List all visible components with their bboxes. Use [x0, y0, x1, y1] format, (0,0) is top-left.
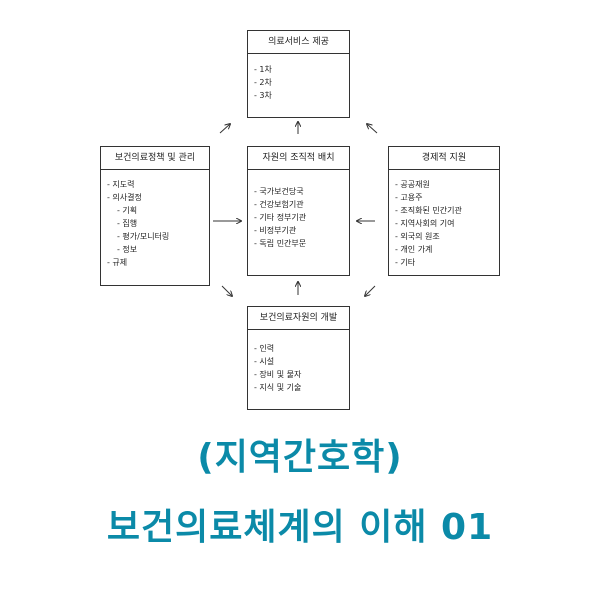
economic-item: - 외국의 원조 — [395, 232, 440, 241]
economic-item: - 지역사회의 기여 — [395, 219, 455, 228]
caption-title: 보건의료체계의 이해 01 — [106, 507, 494, 548]
economic-item: - 공공재원 — [395, 180, 430, 189]
arrow-policy-to-resources — [221, 285, 232, 296]
services-item: - 3차 — [254, 91, 272, 100]
organization-list: - 국가보건당국 - 건강보험기관 - 기타 정부기관 - 비정부기관 - 독립… — [248, 170, 349, 250]
resources-item: - 지식 및 기술 — [254, 383, 302, 392]
organization-title: 자원의 조직적 배치 — [248, 147, 349, 170]
organization-item: - 국가보건당국 — [254, 187, 304, 196]
resources-item: - 장비 및 물자 — [254, 370, 302, 379]
policy-subitem: - 집행 — [117, 219, 138, 228]
resources-item: - 시설 — [254, 357, 275, 366]
services-item: - 1차 — [254, 65, 272, 74]
economic-item: - 고용주 — [395, 193, 423, 202]
policy-item: - 지도력 — [107, 180, 135, 189]
services-title: 의료서비스 제공 — [248, 31, 349, 54]
organization-item: - 건강보험기관 — [254, 200, 304, 209]
economic-item: - 조직화된 민간기관 — [395, 206, 462, 215]
organization-item: - 기타 정부기관 — [254, 213, 307, 222]
caption-subject: (지역간호학) — [197, 437, 403, 478]
services-item: - 2차 — [254, 78, 272, 87]
resources-box: 보건의료자원의 개발 - 인력 - 시설 - 장비 및 물자 - 지식 및 기술 — [247, 306, 350, 410]
policy-item: - 규제 — [107, 258, 128, 267]
policy-box: 보건의료정책 및 관리 - 지도력 - 의사결정 - 기획 - 집행 - 평가/… — [100, 146, 210, 286]
arrow-econ-to-resources — [365, 285, 376, 296]
policy-title: 보건의료정책 및 관리 — [101, 147, 209, 170]
economic-title: 경제적 지원 — [389, 147, 499, 170]
policy-item: - 의사결정 — [107, 193, 142, 202]
policy-list: - 지도력 - 의사결정 - 기획 - 집행 - 평가/모니터링 - 정보 - … — [101, 170, 209, 269]
economic-item: - 개인 가계 — [395, 245, 433, 254]
policy-subitem: - 평가/모니터링 — [117, 232, 170, 241]
policy-subitem: - 정보 — [117, 245, 138, 254]
economic-list: - 공공재원 - 고용주 - 조직화된 민간기관 - 지역사회의 기여 - 외국… — [389, 170, 499, 269]
economic-box: 경제적 지원 - 공공재원 - 고용주 - 조직화된 민간기관 - 지역사회의 … — [388, 146, 500, 276]
organization-item: - 비정부기관 — [254, 226, 297, 235]
economic-item: - 기타 — [395, 258, 416, 267]
services-box: 의료서비스 제공 - 1차 - 2차 - 3차 — [247, 30, 350, 118]
arrow-econ-to-services — [367, 124, 378, 134]
resources-title: 보건의료자원의 개발 — [248, 307, 349, 330]
resources-list: - 인력 - 시설 - 장비 및 물자 - 지식 및 기술 — [248, 330, 349, 394]
arrow-policy-to-services — [219, 124, 230, 134]
resources-item: - 인력 — [254, 344, 275, 353]
organization-item: - 독립 민간부문 — [254, 239, 307, 248]
services-list: - 1차 - 2차 - 3차 — [248, 54, 349, 102]
policy-subitem: - 기획 — [117, 206, 138, 215]
organization-box: 자원의 조직적 배치 - 국가보건당국 - 건강보험기관 - 기타 정부기관 -… — [247, 146, 350, 276]
